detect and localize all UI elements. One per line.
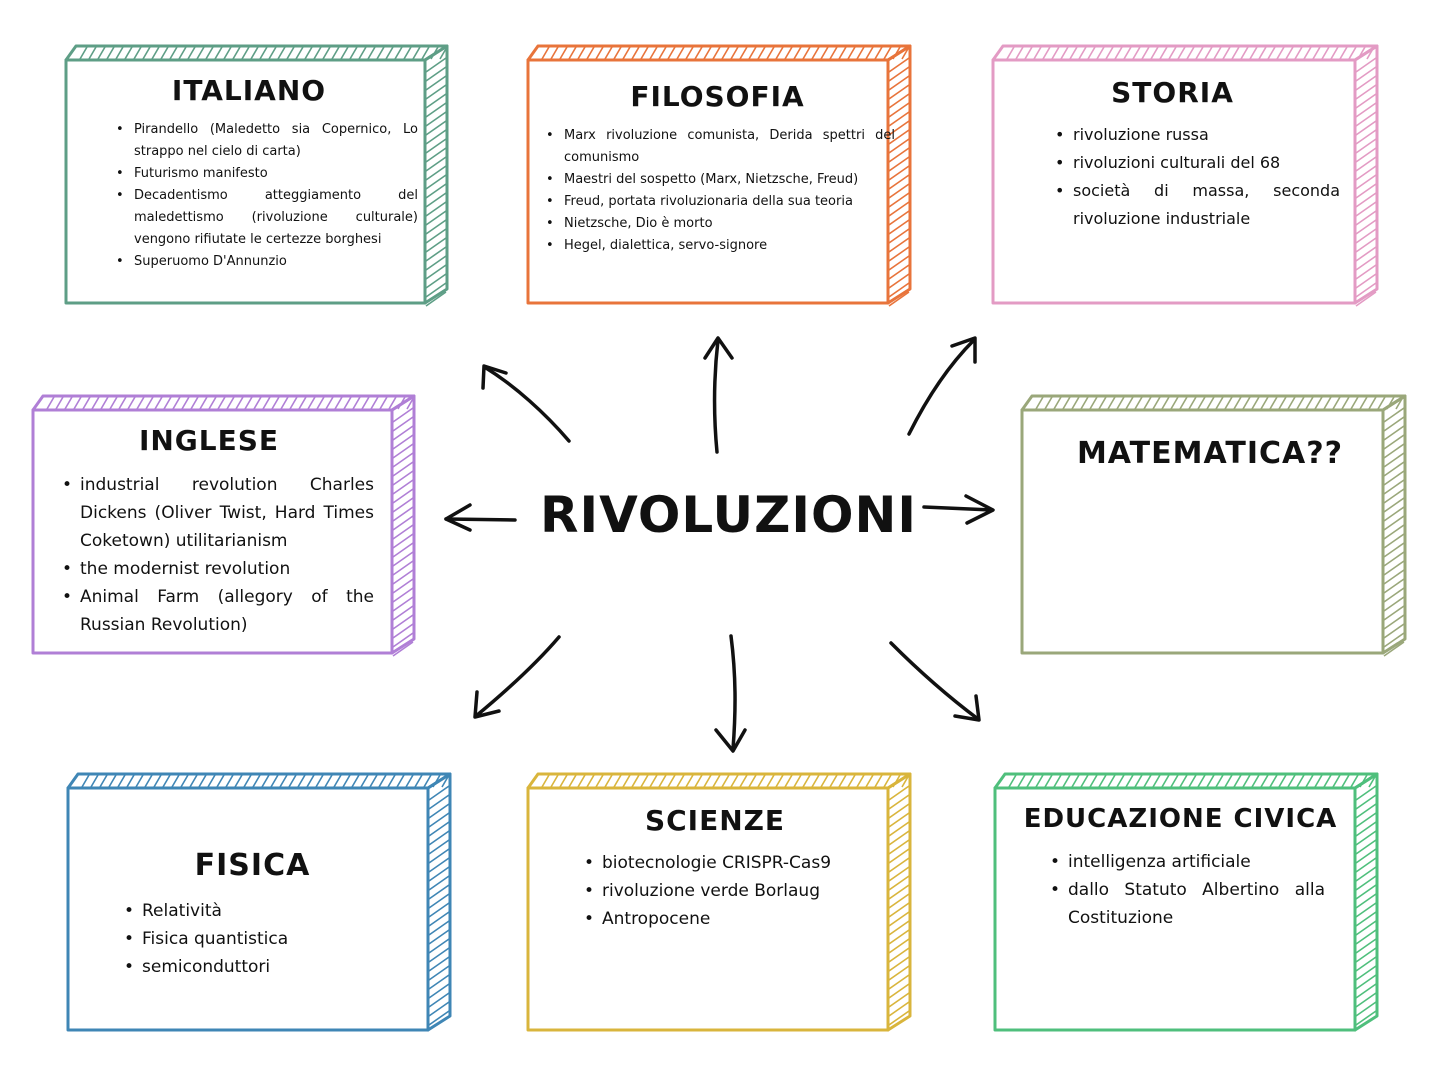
card-title: STORIA: [1111, 76, 1234, 109]
card-title: FISICA: [194, 848, 311, 883]
list-item: semiconduttori: [124, 953, 425, 981]
arrow-to-filosofia: [703, 336, 734, 454]
list-item: dallo Statuto Albertino alla Costituzion…: [1050, 876, 1325, 932]
arrow-to-inglese: [444, 503, 517, 532]
card-italiano: ITALIANO Pirandello (Maledetto sia Coper…: [80, 74, 418, 273]
list-item: Decadentismo atteggiamento del maledetti…: [116, 185, 418, 251]
central-topic: RIVOLUZIONI: [540, 486, 917, 544]
frame-matematica: [1020, 394, 1407, 657]
list-item: the modernist revolution: [62, 555, 374, 583]
card-title: EDUCAZIONE CIVICA: [1023, 804, 1338, 834]
card-scienze: SCIENZE biotecnologie CRISPR-Cas9 rivolu…: [540, 804, 890, 933]
list-item: Nietzsche, Dio è morto: [546, 213, 895, 235]
list-item: società di massa, seconda rivoluzione in…: [1055, 177, 1340, 233]
arrow-to-italiano: [481, 364, 571, 443]
card-filosofia: FILOSOFIA Marx rivoluzione comunista, De…: [540, 80, 895, 257]
arrow-to-educazione-civica: [889, 641, 981, 722]
card-title: SCIENZE: [644, 804, 786, 837]
list-item: Marx rivoluzione comunista, Derida spett…: [546, 125, 895, 169]
list-item: industrial revolution Charles Dickens (O…: [62, 471, 374, 555]
list-item: Fisica quantistica: [124, 925, 425, 953]
list-item: rivoluzione russa: [1055, 121, 1340, 149]
list-item: Freud, portata rivoluzionaria della sua …: [546, 191, 895, 213]
list-item: Animal Farm (allegory of the Russian Rev…: [62, 583, 374, 639]
list-item: Maestri del sospetto (Marx, Nietzsche, F…: [546, 169, 895, 191]
card-title: ITALIANO: [171, 74, 327, 107]
arrow-to-fisica: [473, 635, 561, 719]
card-storia: STORIA rivoluzione russa rivoluzioni cul…: [1005, 76, 1340, 233]
card-educazione-civica: EDUCAZIONE CIVICA intelligenza artificia…: [1008, 804, 1353, 932]
list-item: rivoluzioni culturali del 68: [1055, 149, 1340, 177]
list-item: Pirandello (Maledetto sia Copernico, Lo …: [116, 119, 418, 163]
card-title: MATEMATICA??: [1076, 436, 1344, 471]
list-item: Relatività: [124, 897, 425, 925]
card-matematica: MATEMATICA??: [1035, 436, 1385, 471]
list-item: Futurismo manifesto: [116, 163, 418, 185]
list-item: Hegel, dialettica, servo-signore: [546, 235, 895, 257]
card-fisica: FISICA Relatività Fisica quantistica sem…: [80, 848, 425, 981]
list-item: intelligenza artificiale: [1050, 848, 1325, 876]
card-inglese: INGLESE industrial revolution Charles Di…: [44, 424, 374, 639]
arrow-to-storia: [907, 336, 977, 436]
list-item: Superuomo D'Annunzio: [116, 251, 418, 273]
arrow-to-matematica: [922, 494, 995, 525]
list-item: rivoluzione verde Borlaug: [584, 877, 890, 905]
list-item: biotecnologie CRISPR-Cas9: [584, 849, 890, 877]
arrow-to-scienze: [714, 634, 747, 753]
card-title: FILOSOFIA: [630, 80, 805, 113]
list-item: Antropocene: [584, 905, 890, 933]
card-title: INGLESE: [138, 424, 280, 457]
